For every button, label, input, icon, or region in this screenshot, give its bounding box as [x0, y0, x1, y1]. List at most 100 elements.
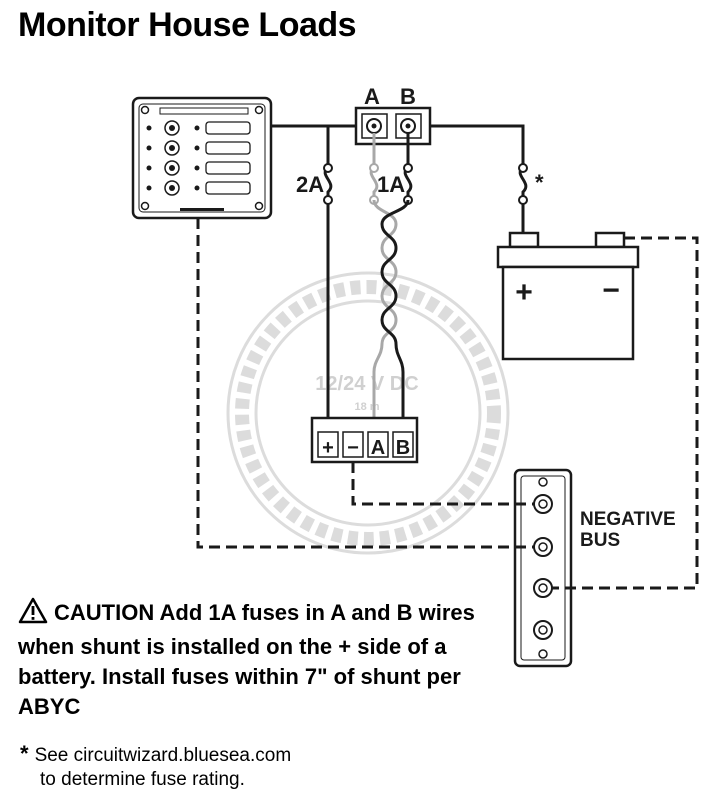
- circuit-label-slot: [205, 121, 251, 135]
- terminal-plus-label: +: [322, 437, 334, 459]
- bus-stud: [533, 620, 553, 640]
- indicator-light: [194, 145, 200, 151]
- terminal-minus-label: −: [347, 437, 359, 459]
- solid-wires: [271, 124, 525, 418]
- fuse-end-dot: [323, 163, 333, 173]
- bus-stud: [533, 537, 553, 557]
- monitor-negative-wire: [351, 462, 534, 506]
- twisted-pair: [372, 199, 410, 418]
- panel-brand-strip: [180, 208, 224, 211]
- monitor-watermark: [226, 271, 510, 555]
- breaker-knob-icon: [169, 125, 175, 131]
- b-wire-twist: [380, 199, 410, 418]
- indicator-light: [146, 165, 152, 171]
- panel-screw: [254, 105, 264, 115]
- fuse-end-dot: [518, 163, 528, 173]
- indicator-light: [194, 185, 200, 191]
- panel-row: [146, 160, 251, 176]
- terminal-screw-dot: [371, 123, 377, 129]
- battery-negative-wire: [552, 236, 699, 590]
- breaker-knob-icon: [169, 185, 175, 191]
- switch-panel-face: [138, 103, 266, 213]
- fuse-star-label: *: [535, 170, 544, 195]
- terminal-slot-plus: [317, 431, 339, 458]
- circuit-label-slot: [205, 181, 251, 195]
- caution-text: Add 1A fuses in A and B wires when shunt…: [18, 600, 475, 719]
- indicator-light: [146, 185, 152, 191]
- bus-mount-hole: [538, 649, 548, 659]
- fuse-end-dot: [518, 195, 528, 205]
- circuit-label-slot: [205, 141, 251, 155]
- terminal-a-label: A: [371, 437, 385, 459]
- panel-row: [146, 180, 251, 196]
- caution-heading: CAUTION: [54, 600, 155, 625]
- bus-stud: [533, 494, 553, 514]
- battery-case: [501, 265, 635, 361]
- terminal-screw-dot: [405, 123, 411, 129]
- indicator-light: [146, 125, 152, 131]
- panel-screw: [140, 105, 150, 115]
- bus-stud: [533, 578, 553, 598]
- fuse-1a-b-icon: [403, 163, 413, 205]
- negative-bus-icon: [513, 468, 573, 668]
- fuse-2a-label: 2A: [296, 172, 324, 197]
- breaker-icon: [164, 120, 180, 136]
- shunt-terminal-b-label: B: [400, 84, 416, 109]
- breaker-knob-icon: [169, 165, 175, 171]
- monitor-terminal-block: [310, 416, 419, 464]
- monitor-size-label: 18 m: [354, 401, 379, 413]
- battery-icon: [496, 231, 640, 361]
- battery-neg-post: [594, 231, 626, 249]
- panel-row: [146, 140, 251, 156]
- switch-panel-frame: [131, 96, 273, 220]
- footnote-line2: to determine fuse rating.: [40, 769, 245, 790]
- monitor-bezel-ring: [235, 280, 501, 546]
- fuse-end-dot: [403, 163, 413, 173]
- shunt-to-battery-wire: [430, 124, 525, 168]
- page-title: Monitor House Loads: [18, 6, 357, 44]
- terminal-block-body: [310, 416, 419, 464]
- monitor-inner-ring: [254, 299, 482, 527]
- monitor-outer-ring: [226, 271, 510, 555]
- breaker-icon: [164, 160, 180, 176]
- warning-triangle-icon: [18, 597, 48, 632]
- caution-note: CAUTION Add 1A fuses in A and B wires wh…: [18, 597, 478, 722]
- shunt-terminal-a-label: A: [364, 84, 380, 109]
- dashed-negative-wires: [196, 218, 699, 590]
- breaker-knob-icon: [169, 145, 175, 151]
- switch-panel: [131, 96, 273, 220]
- battery-lid: [496, 245, 640, 269]
- monitor-voltage-label: 12/24 V DC: [315, 373, 418, 395]
- switch-panel-header: [159, 107, 249, 115]
- fuse-end-dot: [369, 163, 379, 173]
- breaker-icon: [164, 180, 180, 196]
- bus-stud-center: [538, 542, 548, 552]
- indicator-light: [146, 145, 152, 151]
- footnote-line1: See circuitwizard.bluesea.com: [34, 745, 292, 766]
- battery-minus-label: −: [602, 274, 620, 307]
- bus-stud-center: [538, 499, 548, 509]
- battery-plus-label: +: [515, 276, 533, 309]
- panel-row: [146, 120, 251, 136]
- panel-screw: [140, 201, 150, 211]
- indicator-light: [194, 125, 200, 131]
- a-wire-twist: [372, 199, 398, 418]
- terminal-slot-b: [392, 431, 414, 458]
- indicator-light: [194, 165, 200, 171]
- circuit-label-slot: [205, 161, 251, 175]
- breaker-icon: [164, 140, 180, 156]
- panel-screw: [254, 201, 264, 211]
- shunt: [354, 106, 432, 146]
- battery-pos-post: [508, 231, 540, 249]
- terminal-slot-a: [367, 431, 389, 458]
- terminal-slot-minus: [342, 431, 364, 458]
- fuse-2a-icon: [323, 163, 333, 205]
- negative-bus-body: [513, 468, 573, 668]
- fuse-end-dot: [323, 195, 333, 205]
- bus-stud-center: [538, 583, 548, 593]
- bus-mount-hole: [538, 477, 548, 487]
- fuse-battery-icon: [518, 163, 528, 205]
- footnote-marker: *: [20, 741, 29, 766]
- panel-negative-wire: [196, 218, 534, 549]
